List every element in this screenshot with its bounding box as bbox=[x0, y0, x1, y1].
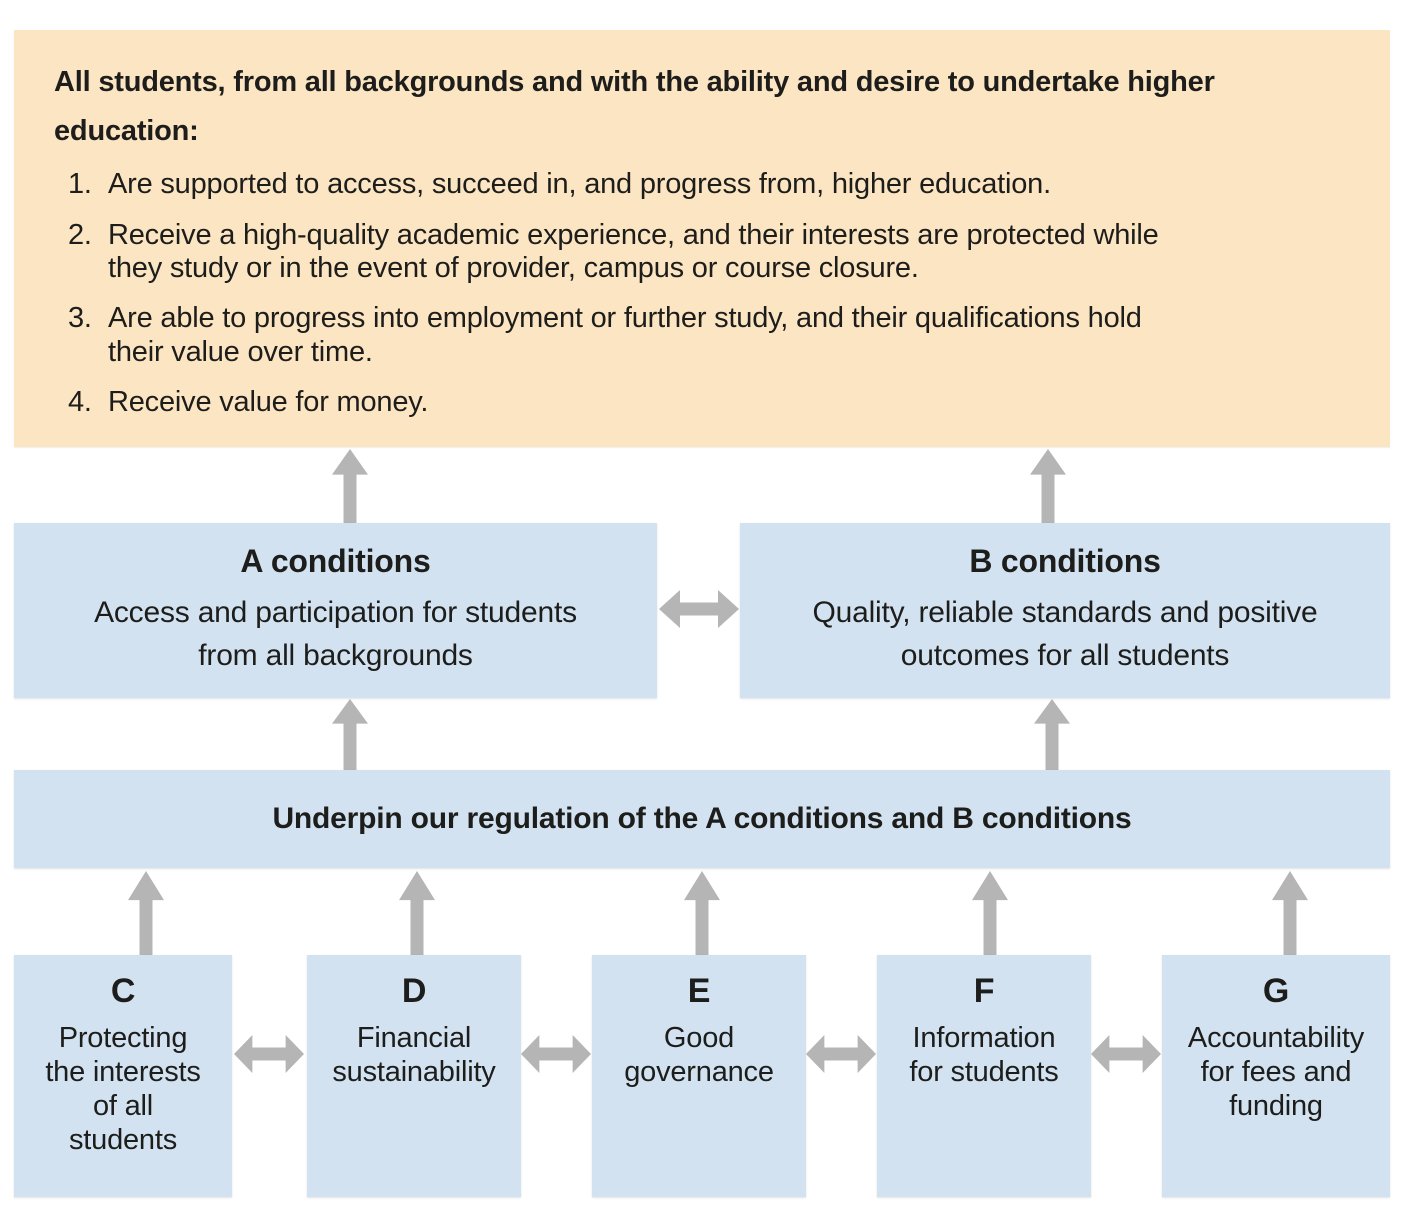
double-arrow-icon bbox=[806, 1033, 876, 1075]
g-condition-label: Accountability for fees and funding bbox=[1187, 1022, 1365, 1122]
e-condition-label: Good governance bbox=[624, 1022, 774, 1088]
up-arrow-icon bbox=[1034, 699, 1070, 770]
up-arrow-icon bbox=[684, 871, 720, 955]
outcomes-list: 1. Are supported to access, succeed in, … bbox=[54, 168, 1360, 419]
e-condition-letter: E bbox=[687, 972, 711, 1010]
double-arrow-icon bbox=[521, 1033, 591, 1075]
up-arrow-icon bbox=[1030, 449, 1066, 523]
underpin-label: Underpin our regulation of the A conditi… bbox=[272, 802, 1132, 835]
list-item-text: Receive a high-quality academic experien… bbox=[108, 218, 1159, 285]
c-condition-label: Protecting the interests of all students bbox=[45, 1022, 201, 1156]
b-conditions-box: B conditions Quality, reliable standards… bbox=[740, 523, 1390, 698]
list-item-number: 1. bbox=[68, 168, 92, 201]
f-condition-label: Information for students bbox=[909, 1022, 1059, 1088]
f-condition-letter: F bbox=[973, 972, 995, 1010]
outcomes-list-item: 3. Are able to progress into employment … bbox=[54, 302, 1360, 369]
list-item-number: 3. bbox=[68, 302, 92, 335]
c-condition-box: C Protecting the interests of all studen… bbox=[14, 955, 232, 1197]
list-item-number: 2. bbox=[68, 218, 92, 251]
double-arrow-icon bbox=[234, 1033, 304, 1075]
list-item-text: Are supported to access, succeed in, and… bbox=[108, 168, 1051, 201]
f-condition-box: F Information for students bbox=[877, 955, 1091, 1197]
list-item-text: Are able to progress into employment or … bbox=[108, 302, 1142, 368]
a-conditions-box: A conditions Access and participation fo… bbox=[14, 523, 657, 698]
d-condition-letter: D bbox=[401, 972, 427, 1010]
d-condition-box: D Financial sustainability bbox=[307, 955, 521, 1197]
list-item-number: 4. bbox=[68, 386, 92, 419]
double-arrow-icon bbox=[1091, 1033, 1161, 1075]
up-arrow-icon bbox=[332, 699, 368, 770]
b-conditions-description: Quality, reliable standards and positive… bbox=[812, 596, 1318, 672]
a-conditions-title: A conditions bbox=[240, 543, 431, 580]
up-arrow-icon bbox=[1272, 871, 1308, 955]
underpin-box: Underpin our regulation of the A conditi… bbox=[14, 770, 1390, 868]
double-arrow-icon bbox=[659, 588, 739, 630]
b-conditions-title: B conditions bbox=[969, 543, 1161, 580]
c-condition-letter: C bbox=[110, 972, 136, 1010]
student-outcomes-box: All students, from all backgrounds and w… bbox=[14, 30, 1390, 447]
up-arrow-icon bbox=[332, 449, 368, 523]
outcomes-heading: All students, from all backgrounds and w… bbox=[54, 66, 1215, 147]
a-conditions-description: Access and participation for students fr… bbox=[94, 596, 577, 672]
up-arrow-icon bbox=[399, 871, 435, 955]
e-condition-box: E Good governance bbox=[592, 955, 806, 1197]
up-arrow-icon bbox=[972, 871, 1008, 955]
g-condition-letter: G bbox=[1262, 972, 1290, 1010]
up-arrow-icon bbox=[128, 871, 164, 955]
g-condition-box: G Accountability for fees and funding bbox=[1162, 955, 1390, 1197]
list-item-text: Receive value for money. bbox=[108, 386, 429, 419]
outcomes-list-item: 2. Receive a high-quality academic exper… bbox=[54, 219, 1360, 286]
outcomes-list-item: 1. Are supported to access, succeed in, … bbox=[54, 168, 1360, 201]
d-condition-label: Financial sustainability bbox=[332, 1022, 496, 1088]
outcomes-list-item: 4. Receive value for money. bbox=[54, 386, 1360, 419]
